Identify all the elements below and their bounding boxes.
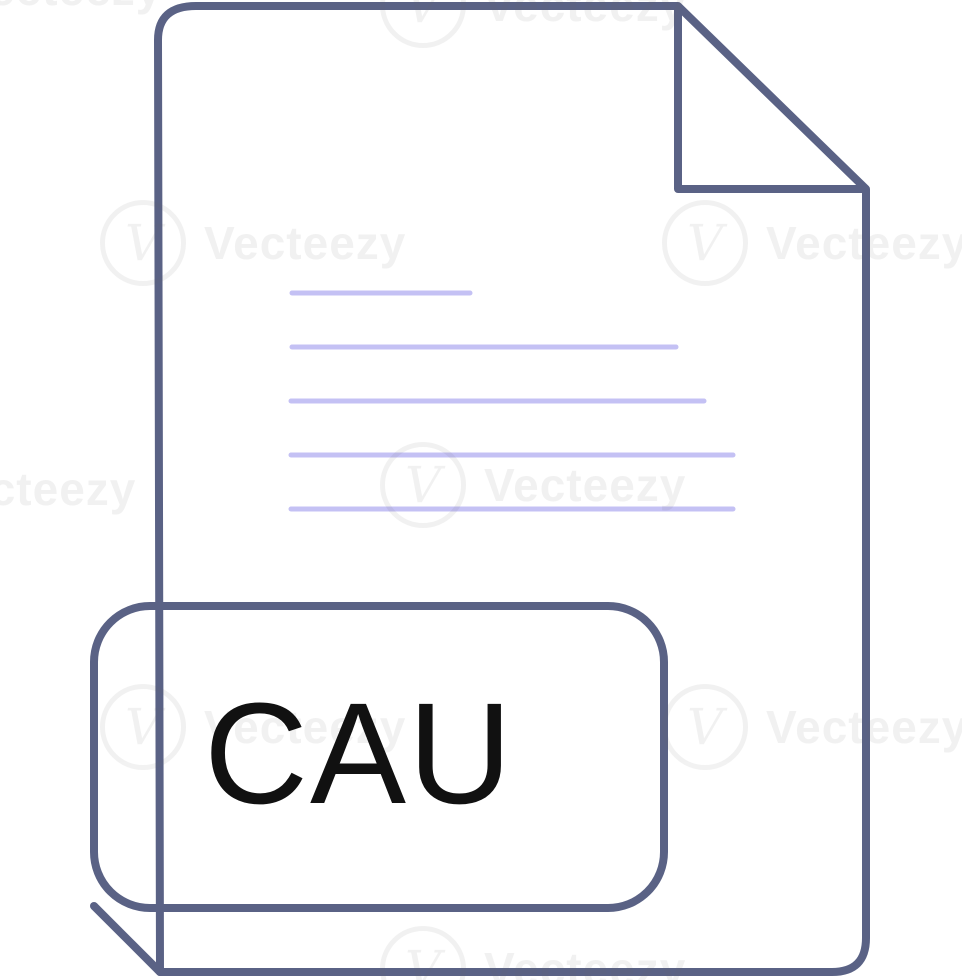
folded-corner	[674, 8, 864, 193]
extension-tag-fold	[90, 902, 164, 976]
file-extension-label: CAU	[204, 673, 515, 834]
page-outline	[154, 2, 870, 976]
extension-tag-box	[90, 602, 668, 912]
